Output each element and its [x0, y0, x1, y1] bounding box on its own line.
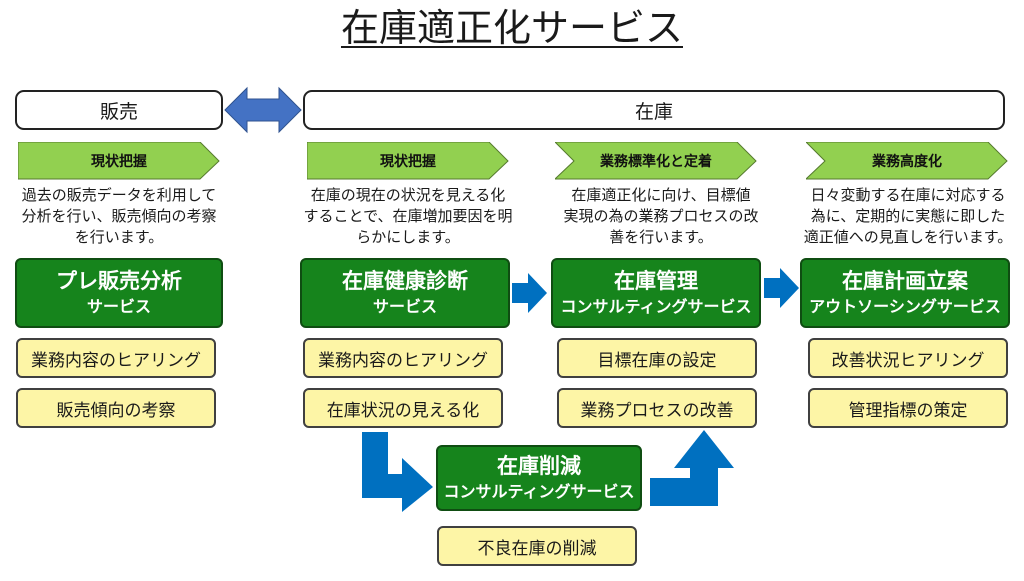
stage-chevron-4: 業務高度化: [806, 142, 1008, 180]
stage-chevron-2: 現状把握: [307, 142, 509, 180]
column-description-3: 在庫適正化に向け、目標値 実現の為の業務プロセスの改 善を行います。: [563, 186, 759, 246]
page-title: 在庫適正化サービス: [0, 2, 1024, 54]
stage-label-1: 現状把握: [91, 154, 147, 170]
column-description-1: 過去の販売データを利用して 分析を行い、販売傾向の考察 を行います。: [21, 186, 217, 246]
task-box: 在庫状況の見える化: [303, 388, 503, 428]
column-description-4: 日々変動する在庫に対応する 為に、定期的に実態に即した 適正値への見直しを行いま…: [803, 186, 1013, 246]
service-subtitle: サービス: [86, 297, 151, 316]
service-subtitle: コンサルティングサービス: [443, 482, 635, 501]
service-title: 在庫管理: [614, 269, 698, 293]
service-box-inventory-health-check: 在庫健康診断 サービス: [300, 258, 510, 328]
task-box: 業務内容のヒアリング: [16, 338, 216, 378]
service-subtitle: サービス: [372, 297, 437, 316]
service-title: 在庫計画立案: [842, 269, 968, 293]
service-box-inventory-reduction: 在庫削減 コンサルティングサービス: [436, 445, 642, 511]
stage-label-3: 業務標準化と定着: [600, 154, 712, 170]
page-title-text: 在庫適正化サービス: [340, 6, 683, 50]
service-box-inventory-management: 在庫管理 コンサルティングサービス: [551, 258, 761, 328]
task-box: 業務内容のヒアリング: [303, 338, 503, 378]
task-box: 業務プロセスの改善: [557, 388, 757, 428]
sales-header-box: 販売: [15, 90, 223, 130]
right-arrow-icon: [512, 273, 547, 313]
inventory-header-box: 在庫: [303, 90, 1005, 130]
service-box-inventory-planning: 在庫計画立案 アウトソーシングサービス: [800, 258, 1010, 328]
bidirectional-arrow-icon: [224, 86, 302, 134]
task-box: 管理指標の策定: [808, 388, 1008, 428]
service-title: 在庫削減: [497, 454, 581, 478]
bent-right-up-arrow-icon: [650, 430, 734, 506]
service-subtitle: アウトソーシングサービス: [809, 297, 1001, 316]
column-description-2: 在庫の現在の状況を見える化 することで、在庫増加要因を明 らかにします。: [303, 186, 513, 246]
sales-header-label: 販売: [99, 100, 138, 123]
task-box: 不良在庫の削減: [437, 526, 637, 566]
inventory-header-label: 在庫: [634, 100, 673, 123]
service-subtitle: コンサルティングサービス: [560, 297, 752, 316]
service-box-pre-sales-analysis: プレ販売分析 サービス: [15, 258, 223, 328]
bent-down-right-arrow-icon: [362, 432, 433, 512]
stage-chevron-3: 業務標準化と定着: [555, 142, 757, 180]
stage-label-2: 現状把握: [380, 154, 436, 170]
stage-chevron-1: 現状把握: [18, 142, 220, 180]
task-box: 改善状況ヒアリング: [808, 338, 1008, 378]
task-box: 販売傾向の考察: [16, 388, 216, 428]
right-arrow-icon: [764, 268, 799, 308]
task-box: 目標在庫の設定: [557, 338, 757, 378]
service-title: 在庫健康診断: [342, 269, 468, 293]
service-title: プレ販売分析: [56, 269, 182, 293]
stage-label-4: 業務高度化: [872, 154, 942, 170]
